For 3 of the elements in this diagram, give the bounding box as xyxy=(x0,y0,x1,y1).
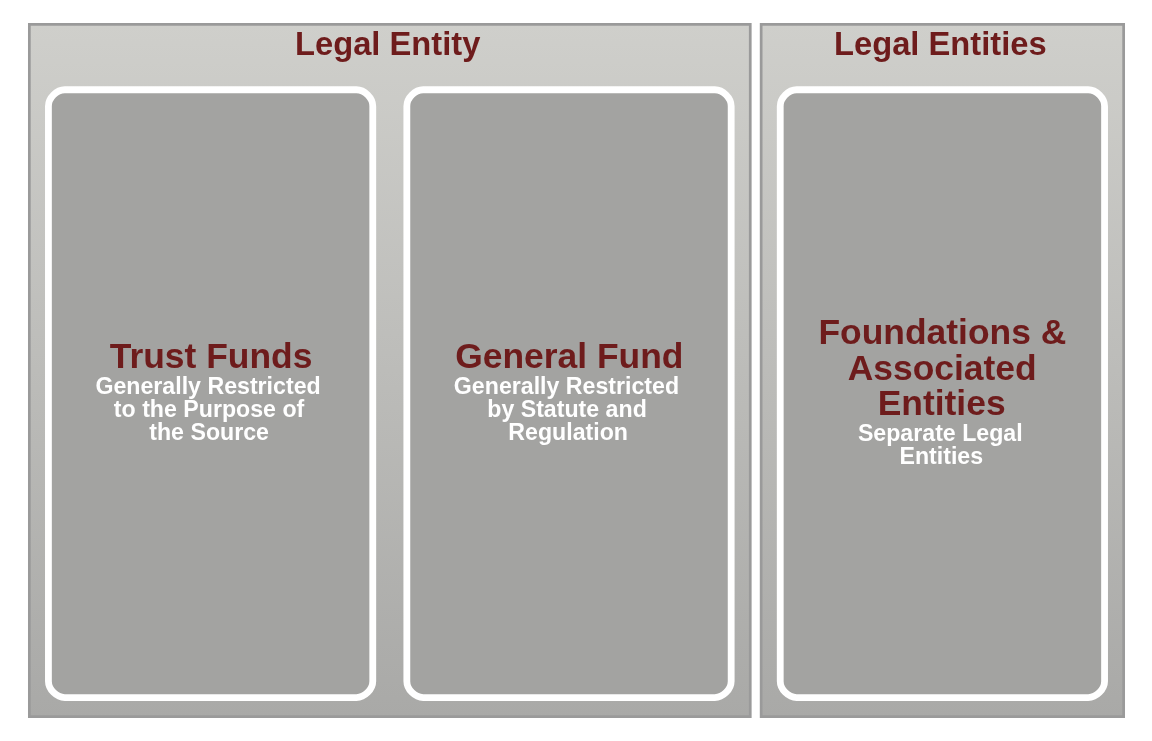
node-box: Trust Funds Generally Restricted to the Purpose of the Source xyxy=(44,86,376,701)
node-box: General Fund Generally Restricted by Statute and Regulation xyxy=(402,86,735,701)
node-box: Foundations & Associated Entities Separate Legal Entities xyxy=(776,86,1108,701)
